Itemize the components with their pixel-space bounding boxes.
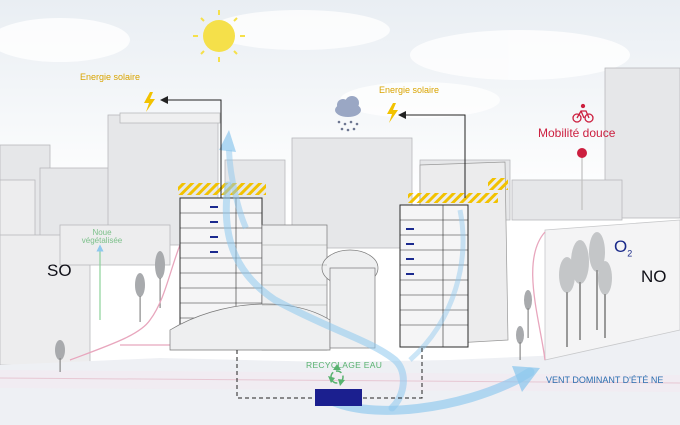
tree-group-right [559, 232, 612, 347]
soft-mobility-path-left [69, 244, 181, 361]
foreground-blocks-left [0, 179, 171, 366]
building-right-section [399, 161, 509, 348]
southwest-label: SO [47, 261, 72, 280]
tree-group-left [55, 251, 532, 372]
solar-panels-left [178, 183, 266, 195]
mobility-pole-marker [577, 148, 587, 158]
solar-energy-label-right: Energie solaire [379, 85, 440, 95]
northwest-label: NO [641, 267, 667, 286]
solar-bolt-icon [387, 103, 398, 123]
oxygen-label: O2 [614, 238, 632, 258]
recycle-icon [328, 364, 345, 386]
tree-icon [589, 232, 605, 330]
building-middle-floors [262, 244, 327, 306]
tree-icon [516, 326, 524, 360]
soft-mobility-path-right [532, 231, 546, 361]
oxygen-symbol: O [614, 237, 628, 256]
tree-icon [135, 273, 145, 322]
solar-bolt-icon [144, 92, 155, 112]
water-pipe-right [362, 348, 423, 399]
wind-flow [219, 130, 540, 415]
clouds [0, 10, 630, 118]
solar-arrow-right [398, 111, 466, 198]
prevailing-wind-label: VENT DOMINANT D'ÉTÉ NE [546, 375, 664, 385]
rain-cloud-icon [335, 96, 361, 132]
solar-panels-right-2 [488, 178, 508, 190]
bicycle-icon [572, 103, 594, 123]
tree-icon [559, 257, 575, 347]
water-pipe-left [236, 350, 315, 399]
water-recycling-label: RECYCLAGE EAU [306, 360, 383, 370]
green-node-label: Noue végétalisée [81, 228, 123, 246]
water-tank [315, 389, 362, 406]
tree-icon [598, 261, 612, 338]
sun-icon [193, 10, 245, 62]
tree-icon [155, 251, 165, 308]
tree-icon [571, 240, 589, 340]
soft-mobility-label: Mobilité douce [538, 126, 616, 140]
solar-panels-right [408, 193, 498, 203]
tree-icon [524, 290, 532, 338]
oxygen-subscript: 2 [627, 248, 633, 259]
solar-energy-label-left: Energie solaire [80, 72, 141, 82]
tree-icon [55, 340, 65, 372]
solar-arrow-left [160, 96, 222, 198]
